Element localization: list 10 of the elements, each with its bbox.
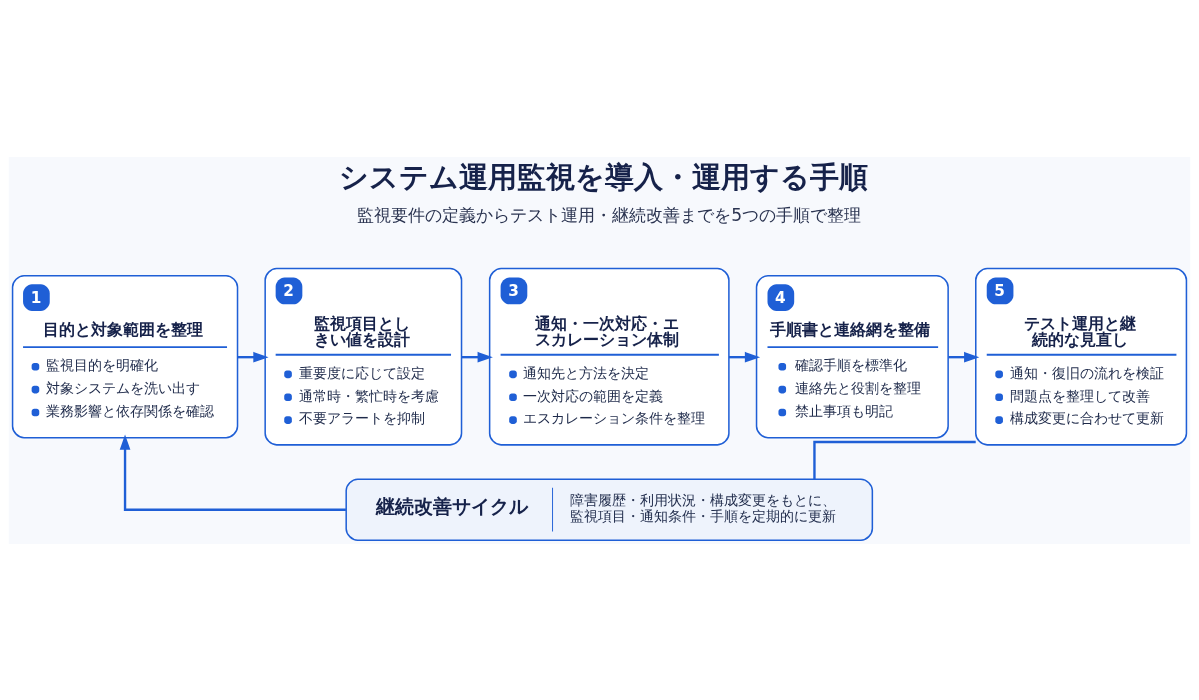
- label: 監視要件の定義からテスト運用・継続改善までを5つの手順で整理: [357, 204, 862, 225]
- node-box: 4 手順書と連絡網を整備 確認手順を標準化 連絡先と役割を整理 禁止事項も明記: [755, 274, 949, 438]
- node-box: 3 通知・一次対応・エスカレーション体制 通知先と方法を決定 一次対応の範囲を定義 エスカレーション条件を整理: [488, 267, 730, 446]
- node-box: 1 目的と対象範囲を整理 監視目的を明確化 対象システムを洗い出す 業務影響と依存関係を確認: [11, 274, 239, 438]
- diagram-title: システム運用監視を導入・運用する手順: [339, 159, 869, 194]
- connector: [813, 440, 976, 479]
- node-box: 2 監視項目としきい値を設計 重要度に応じて設定 通常時・繁忙時を考慮 不要アラートを抑制: [264, 267, 463, 446]
- arrow: [119, 434, 346, 511]
- node-box: 継続改善サイクル 障害履歴・利用状況・構成変更をもとに、監視項目・通知条件・手順を定期的に更新: [345, 477, 874, 541]
- node-box: 5 テスト運用と継続的な見直し 通知・復旧の流れを検証 問題点を整理して改善 構成変更に合わせて更新: [975, 267, 1188, 446]
